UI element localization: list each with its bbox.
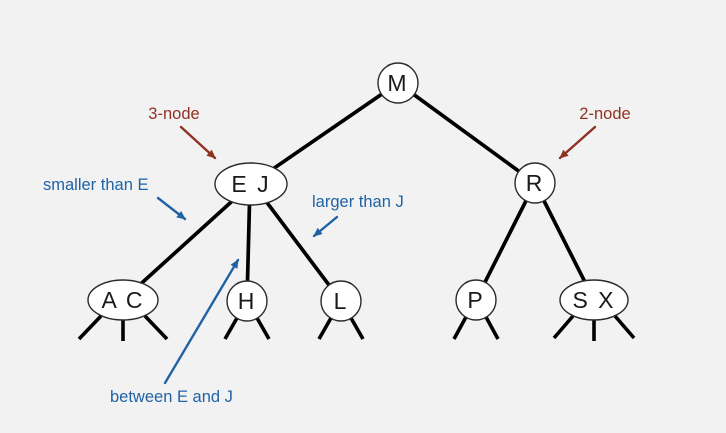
node-shape xyxy=(455,279,497,321)
tree-node-h: H xyxy=(226,280,268,322)
annotation-2-node-arrow xyxy=(558,125,597,160)
edge-m-ej xyxy=(249,81,400,186)
null-link xyxy=(143,314,169,341)
annotation-larger-label: larger than J xyxy=(312,193,404,211)
node-label: S X xyxy=(572,287,615,313)
tree-nodes: M E J R A C H L P S X xyxy=(87,62,629,322)
edge-r-p xyxy=(474,181,537,302)
tree-node-p: P xyxy=(455,279,497,321)
null-link xyxy=(552,314,575,340)
annotation-2-node-label: 2-node xyxy=(579,105,630,123)
node-label: P xyxy=(467,287,484,313)
tree-edges xyxy=(121,81,596,303)
tree-node-sx: S X xyxy=(559,279,629,321)
edge-ej-ac xyxy=(121,182,253,302)
node-shape xyxy=(320,280,362,322)
annotation-smaller-label: smaller than E xyxy=(43,176,148,194)
node-label: M xyxy=(387,70,408,96)
annotation-3-node-arrow xyxy=(179,125,217,160)
node-shape xyxy=(377,62,419,104)
null-link xyxy=(255,317,271,340)
null-link xyxy=(484,316,500,340)
null-link xyxy=(613,314,636,340)
annotation-smaller-arrow xyxy=(156,196,187,221)
tree-node-m: M xyxy=(377,62,419,104)
edge-ej-l xyxy=(251,182,343,303)
annotations: 3-node 2-node smaller than E larger than… xyxy=(43,105,631,406)
node-shape xyxy=(514,162,556,204)
node-shape xyxy=(214,162,288,206)
tree-node-ej: E J xyxy=(214,162,288,206)
node-label: H xyxy=(238,288,257,314)
node-label: A C xyxy=(101,287,144,313)
annotation-larger-arrow xyxy=(312,215,339,238)
null-links xyxy=(77,314,636,341)
tree-node-ac: A C xyxy=(87,279,159,321)
null-link xyxy=(452,316,468,340)
node-shape xyxy=(226,280,268,322)
null-link xyxy=(349,317,365,340)
node-shape xyxy=(559,279,629,321)
node-label: L xyxy=(334,288,349,314)
null-link xyxy=(317,317,333,340)
tree-node-l: L xyxy=(320,280,362,322)
null-link xyxy=(77,314,103,341)
node-label: E J xyxy=(231,171,270,197)
edge-m-r xyxy=(396,81,537,185)
annotation-3-node-label: 3-node xyxy=(148,105,199,123)
annotation-between-arrow xyxy=(163,258,240,385)
node-shape xyxy=(87,279,159,321)
annotation-between-label: between E and J xyxy=(110,388,233,406)
tree-node-r: R xyxy=(514,162,556,204)
null-link xyxy=(223,317,239,340)
node-label: R xyxy=(526,170,545,196)
